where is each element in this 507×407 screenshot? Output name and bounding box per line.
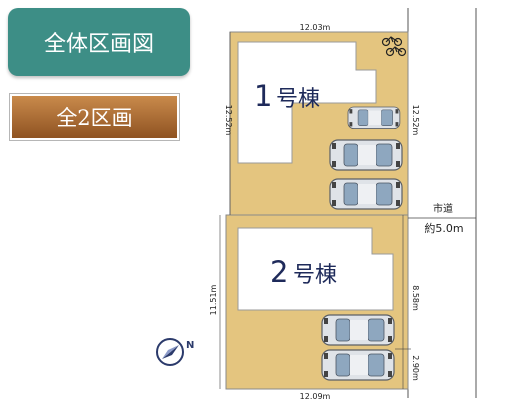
lot-1-top-width: 12.03m xyxy=(300,23,331,32)
bicycle-icon xyxy=(381,36,403,47)
lot-1-left-depth: 12.52m xyxy=(224,105,233,136)
lot-2-suffix: 号棟 xyxy=(293,263,337,288)
lot-count-badge: 全2区画 xyxy=(12,96,177,138)
lot-2-building xyxy=(237,227,394,311)
car-icon xyxy=(321,314,395,346)
lot-2-right-upper: 8.58m xyxy=(411,285,420,311)
lot-count-text: 全2区画 xyxy=(56,106,133,130)
car-icon xyxy=(321,349,395,381)
lot-1-building xyxy=(237,41,377,164)
lot-1-right-depth: 12.52m xyxy=(411,105,420,136)
svg-text:N: N xyxy=(186,340,194,351)
lot-2-right-lower: 2.90m xyxy=(411,355,420,381)
road-width: 約5.0m xyxy=(424,221,463,235)
car-icon xyxy=(329,178,403,210)
lot-1-suffix: 号棟 xyxy=(276,87,320,112)
lot-2-number: 2 xyxy=(270,255,288,289)
road-name: 市道 xyxy=(433,202,453,215)
lot-1-number: 1 xyxy=(254,79,272,113)
car-icon xyxy=(347,106,401,130)
lot-2-bottom-width: 12.09m xyxy=(300,392,331,401)
title-text: 全体区画図 xyxy=(43,32,154,57)
lot-2-left-depth: 11.51m xyxy=(209,284,218,315)
car-icon xyxy=(329,139,403,171)
title-badge: 全体区画図 xyxy=(8,8,190,76)
bicycle-icon xyxy=(385,46,407,57)
north-compass-icon: N xyxy=(156,338,194,366)
